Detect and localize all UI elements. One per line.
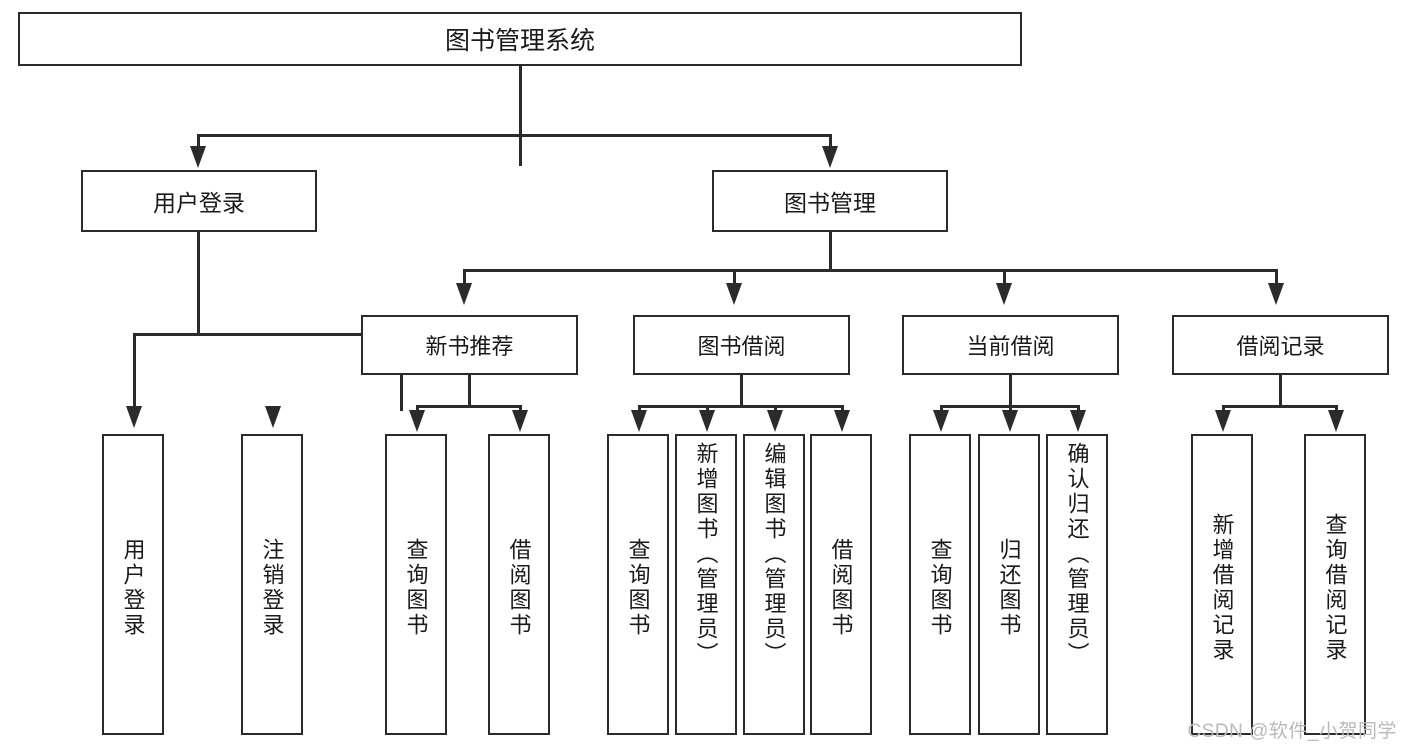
node-current-borrow[interactable]: 当前借阅 — [902, 315, 1119, 375]
leaf-edit-book[interactable]: 编辑图书（管理员） — [743, 434, 805, 735]
arrow-to-new-book-recommend — [456, 283, 472, 305]
arrow-to-leaf-logout — [265, 406, 281, 428]
node-label: 借阅图书 — [828, 537, 854, 638]
node-label: 归还图书 — [996, 537, 1022, 638]
arrow-to-borrow-record — [1268, 283, 1284, 305]
connector-borrowrecord-drop-2 — [1335, 405, 1338, 413]
leaf-borrow-book-2[interactable]: 借阅图书 — [810, 434, 872, 735]
connector-newbook-drop-1 — [416, 405, 419, 413]
arrow-to-leaf-query-book-2 — [631, 410, 647, 432]
leaf-borrow-book-1[interactable]: 借阅图书 — [488, 434, 550, 735]
node-label: 注销登录 — [259, 537, 285, 638]
node-label: 借阅记录 — [1236, 334, 1325, 359]
connector-userlogin-bar — [133, 333, 403, 336]
node-label: 编辑图书（管理员） — [761, 442, 787, 667]
connector-root-drop-right — [829, 134, 832, 154]
connector-root-drop-left — [197, 134, 200, 154]
connector-userlogin-drop-1 — [133, 333, 136, 411]
leaf-add-book[interactable]: 新增图书（管理员） — [675, 434, 737, 735]
node-label: 查询图书 — [927, 537, 953, 638]
connector-newbook-stem — [468, 375, 471, 408]
connector-bookborrow-bar — [638, 405, 843, 408]
connector-root-bar — [197, 134, 832, 137]
connector-currentborrow-drop-2 — [1009, 405, 1012, 413]
connector-bookborrow-drop-2 — [706, 405, 709, 413]
connector-bookmgmt-bar — [463, 269, 1278, 272]
leaf-query-book-1[interactable]: 查询图书 — [385, 434, 447, 735]
connector-root-stem — [519, 66, 522, 166]
connector-currentborrow-stem — [1009, 375, 1012, 408]
arrow-to-leaf-query-record — [1328, 410, 1344, 432]
node-label: 借阅图书 — [506, 537, 532, 638]
node-label: 用户登录 — [120, 537, 146, 638]
node-user-login[interactable]: 用户登录 — [81, 170, 317, 232]
arrow-to-book-management — [822, 146, 838, 168]
connector-bookmgmt-drop-1 — [463, 269, 466, 287]
node-label: 图书借阅 — [697, 334, 786, 359]
node-label: 新增图书（管理员） — [693, 442, 719, 667]
leaf-query-book-2[interactable]: 查询图书 — [607, 434, 669, 735]
node-root-system[interactable]: 图书管理系统 — [18, 12, 1022, 66]
node-label: 新书推荐 — [425, 334, 514, 359]
arrow-to-leaf-edit-book — [767, 410, 783, 432]
node-label: 图书管理 — [784, 190, 876, 216]
arrow-to-current-borrow — [996, 283, 1012, 305]
node-label: 查询图书 — [625, 537, 651, 638]
connector-borrowrecord-bar — [1222, 405, 1338, 408]
arrow-to-leaf-query-book-3 — [933, 410, 949, 432]
node-label: 查询借阅记录 — [1322, 512, 1348, 663]
connector-userlogin-stem — [197, 232, 200, 335]
node-book-management[interactable]: 图书管理 — [712, 170, 948, 232]
connector-bookmgmt-drop-2 — [733, 269, 736, 287]
connector-bookborrow-stem — [740, 375, 743, 408]
connector-currentborrow-drop-1 — [940, 405, 943, 413]
leaf-logout-login[interactable]: 注销登录 — [241, 434, 303, 735]
node-label: 查询图书 — [403, 537, 429, 638]
arrow-to-user-login — [190, 146, 206, 168]
arrow-to-leaf-add-book — [699, 410, 715, 432]
connector-bookborrow-drop-4 — [841, 405, 844, 413]
arrow-to-leaf-confirm-return — [1070, 410, 1086, 432]
leaf-query-record[interactable]: 查询借阅记录 — [1304, 434, 1366, 735]
node-label: 新增借阅记录 — [1209, 512, 1235, 663]
arrow-to-leaf-query-book-1 — [409, 410, 425, 432]
connector-borrowrecord-stem — [1279, 375, 1282, 408]
node-label: 确认归还（管理员） — [1064, 442, 1090, 667]
node-borrow-record[interactable]: 借阅记录 — [1172, 315, 1389, 375]
leaf-confirm-return[interactable]: 确认归还（管理员） — [1046, 434, 1108, 735]
node-new-book-recommend[interactable]: 新书推荐 — [361, 315, 578, 375]
connector-bookborrow-drop-1 — [638, 405, 641, 413]
arrow-to-leaf-user-login — [126, 406, 142, 428]
node-book-borrow[interactable]: 图书借阅 — [633, 315, 850, 375]
connector-newbook-bar — [416, 405, 522, 408]
connector-currentborrow-drop-3 — [1077, 405, 1080, 413]
node-label: 当前借阅 — [966, 334, 1055, 359]
arrow-to-leaf-return-book — [1002, 410, 1018, 432]
leaf-user-login[interactable]: 用户登录 — [102, 434, 164, 735]
arrow-to-book-borrow — [726, 283, 742, 305]
arrow-to-leaf-borrow-book-2 — [834, 410, 850, 432]
leaf-query-book-3[interactable]: 查询图书 — [909, 434, 971, 735]
connector-bookborrow-drop-3 — [774, 405, 777, 413]
arrow-to-leaf-add-record — [1215, 410, 1231, 432]
arrow-to-leaf-borrow-book-1 — [512, 410, 528, 432]
leaf-add-record[interactable]: 新增借阅记录 — [1191, 434, 1253, 735]
node-label: 图书管理系统 — [444, 27, 595, 55]
node-label: 用户登录 — [153, 190, 245, 216]
connector-bookmgmt-drop-3 — [1003, 269, 1006, 287]
connector-bookmgmt-drop-4 — [1275, 269, 1278, 287]
leaf-return-book[interactable]: 归还图书 — [978, 434, 1040, 735]
connector-borrowrecord-drop-1 — [1222, 405, 1225, 413]
connector-newbook-drop-2 — [519, 405, 522, 413]
watermark-text: CSDN @软件_小贺同学 — [1187, 721, 1397, 742]
connector-bookmgmt-stem — [829, 232, 832, 272]
